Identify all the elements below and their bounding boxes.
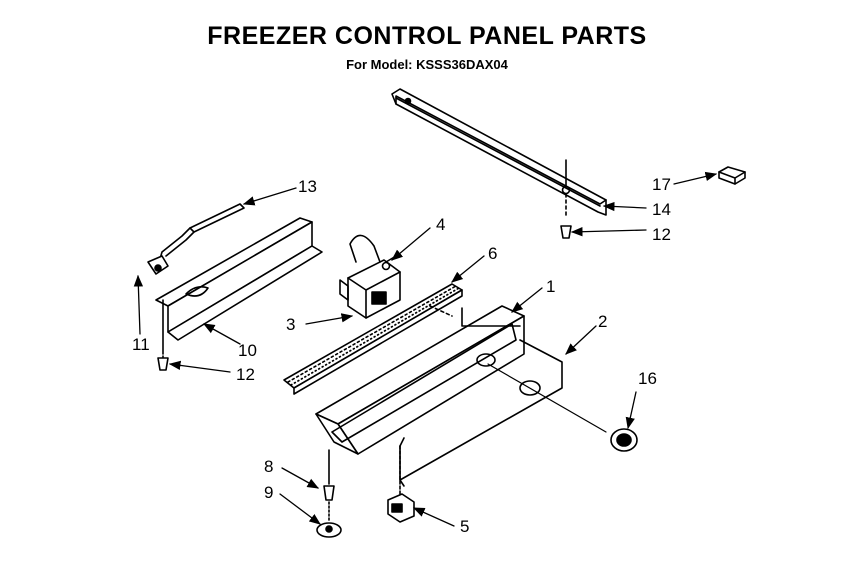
- callout-1: 1: [546, 277, 555, 296]
- thermostat-bracket: [155, 217, 323, 365]
- callout-9: 9: [264, 483, 273, 502]
- callout-8: 8: [264, 457, 273, 476]
- callout-12-right: 12: [652, 225, 671, 244]
- callout-5: 5: [460, 517, 469, 536]
- leader-lines: [133, 171, 718, 527]
- callout-10: 10: [238, 341, 257, 360]
- control-strip: [283, 283, 463, 395]
- capillary-tube: [147, 203, 245, 275]
- screw-right: [560, 225, 572, 239]
- rear-panel: [399, 339, 607, 487]
- callout-4: 4: [436, 215, 445, 234]
- screw-left: [157, 357, 169, 371]
- screw-and-foot: [316, 449, 342, 538]
- callout-3: 3: [286, 315, 295, 334]
- callout-14: 14: [652, 200, 671, 219]
- callout-6: 6: [488, 244, 497, 263]
- callout-2: 2: [598, 312, 607, 331]
- clip-part: [718, 166, 746, 185]
- top-bracket: [391, 88, 607, 217]
- callout-17: 17: [652, 175, 671, 194]
- switch-part: [387, 445, 415, 523]
- model-subtitle: For Model: KSSS36DAX04: [346, 57, 508, 72]
- callout-12-left: 12: [236, 365, 255, 384]
- callout-11: 11: [132, 335, 150, 354]
- control-knob: [610, 428, 638, 452]
- callout-13: 13: [298, 177, 317, 196]
- thermostat-control: [339, 234, 401, 319]
- page-title: FREEZER CONTROL PANEL PARTS: [207, 22, 647, 50]
- callout-16: 16: [638, 369, 657, 388]
- control-housing: [315, 305, 525, 455]
